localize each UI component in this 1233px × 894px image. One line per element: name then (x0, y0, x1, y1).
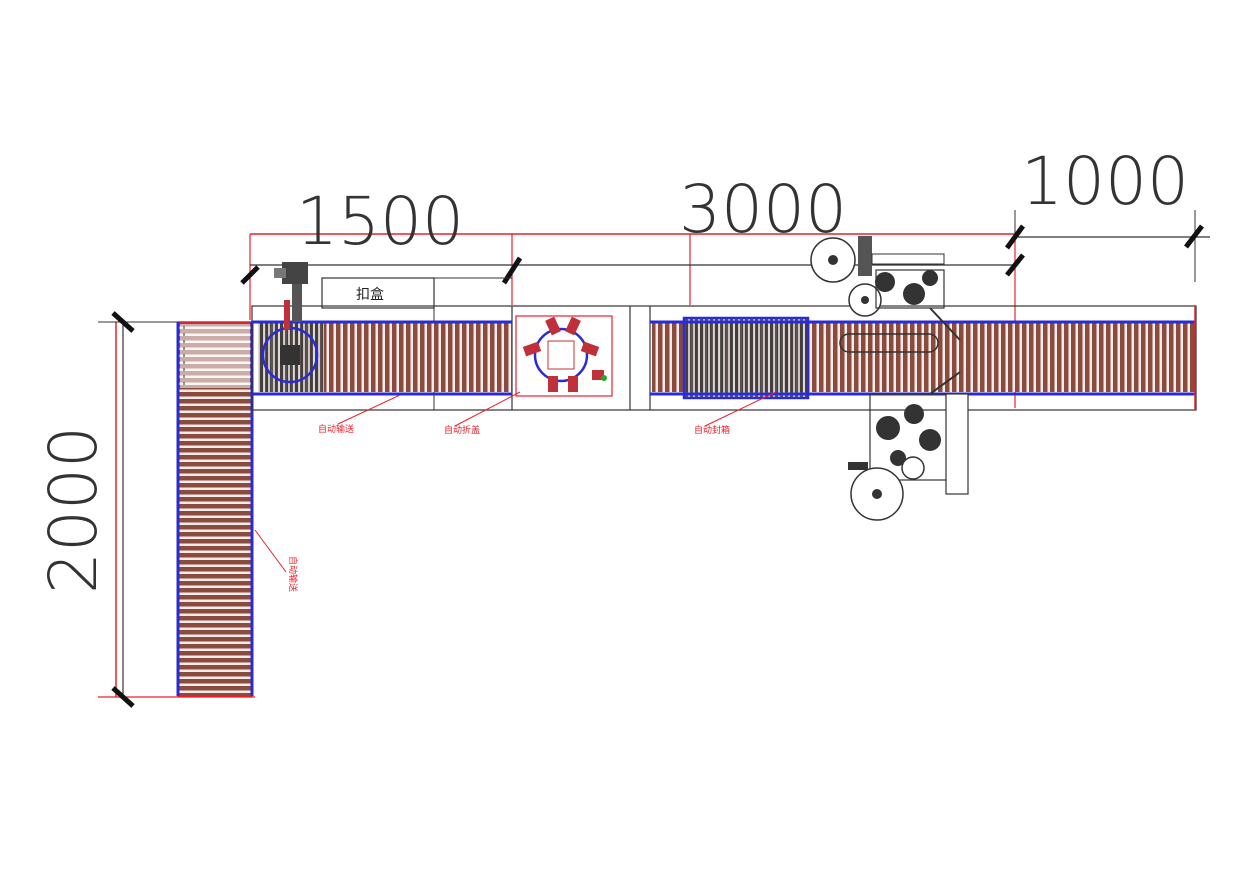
dimension-label-3000: 3000 (679, 171, 847, 248)
sealing-machine-top (810, 236, 961, 341)
vertical-conveyor (176, 321, 254, 697)
conveyor-segment-2 (650, 306, 1196, 410)
robot-arm-icon (274, 262, 308, 330)
dimension-slash (111, 311, 135, 333)
dimension-slash (501, 256, 523, 285)
folding-station (515, 315, 613, 397)
dimension-label-2000: 2000 (35, 426, 112, 594)
dimension-label-1500: 1500 (296, 183, 464, 260)
callout-label-vertical-conveyor: 自动输送 (287, 556, 299, 592)
callout-label-folding: 自动折盖 (444, 424, 480, 436)
dimension-slash (1004, 224, 1026, 250)
dimension-slash (240, 265, 260, 285)
sealing-machine-bottom (848, 371, 969, 521)
dimension-label-1000: 1000 (1021, 143, 1189, 220)
dimension-slash (1184, 224, 1204, 249)
dimension-slash (111, 686, 135, 708)
station-box-label: 扣盒 (356, 286, 384, 303)
dimension-lines (98, 210, 1210, 708)
callout-leaders (254, 391, 777, 573)
callout-label-sealing: 自动封箱 (694, 424, 730, 436)
conveyor-segment-1 (252, 320, 512, 396)
callout-label-conveyor: 自动输送 (318, 423, 354, 435)
dimension-slash (1005, 253, 1025, 277)
